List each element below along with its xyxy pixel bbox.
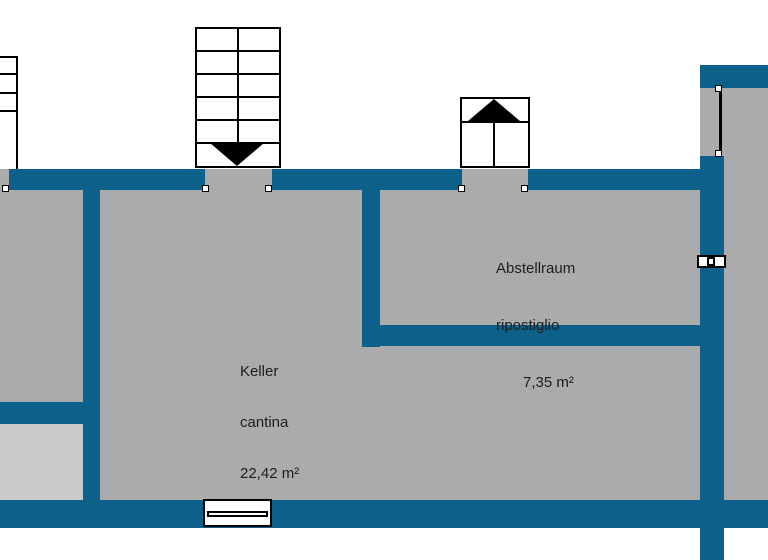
stairs-up-arrow-icon — [468, 99, 520, 121]
window-pane — [707, 257, 715, 266]
room-name-it: cantina — [240, 414, 289, 431]
door-leaf-line — [719, 87, 722, 157]
door-opening-keller — [205, 169, 272, 190]
wall-keller-left — [83, 190, 100, 503]
upper-left-room-floor — [0, 190, 83, 402]
stair-center-line — [493, 123, 495, 166]
door-jamb-marker — [265, 185, 272, 192]
lower-left-area-floor — [0, 424, 83, 500]
room-name-de: Keller — [240, 363, 279, 380]
door-jamb-marker — [202, 185, 209, 192]
stair-tread-line — [0, 110, 16, 112]
door-jamb-marker — [521, 185, 528, 192]
wall-top-right-band — [700, 65, 768, 88]
window-bottom-wall — [203, 499, 272, 527]
wall-bottom — [0, 500, 768, 528]
wall-partition-keller-abstellraum — [362, 190, 380, 347]
stair-tread-line — [462, 121, 528, 123]
stair-tread-line — [0, 92, 16, 94]
door-jamb-marker — [2, 185, 9, 192]
keller-room-label: Keller cantina 22,42 m² — [240, 329, 299, 516]
stair-center-line — [237, 29, 239, 144]
room-name-it: ripostiglio — [496, 317, 560, 334]
room-area: 22,42 m² — [240, 465, 300, 482]
entry-steps — [460, 97, 530, 168]
door-opening-abstellraum — [462, 169, 528, 190]
room-name-de: Abstellraum — [496, 260, 576, 277]
abstellraum-room-label: Abstellraum ripostiglio 7,35 m² — [496, 221, 575, 430]
room-area: 7,35 m² — [523, 374, 574, 391]
door-jamb-marker — [458, 185, 465, 192]
door-jamb-marker — [715, 150, 722, 157]
staircase-left-fragment — [0, 56, 18, 169]
staircase-main — [195, 27, 281, 168]
stairs-down-arrow-icon — [210, 143, 264, 166]
wall-abstellraum-bottom — [362, 325, 712, 346]
door-opening-left-edge — [0, 169, 9, 190]
window-right-wall — [697, 255, 726, 268]
door-jamb-marker — [715, 85, 722, 92]
wall-left-horizontal — [0, 402, 100, 424]
window-pane — [207, 511, 268, 517]
stair-tread-line — [0, 73, 16, 75]
right-corridor-floor — [724, 88, 768, 500]
wall-top — [0, 169, 700, 190]
